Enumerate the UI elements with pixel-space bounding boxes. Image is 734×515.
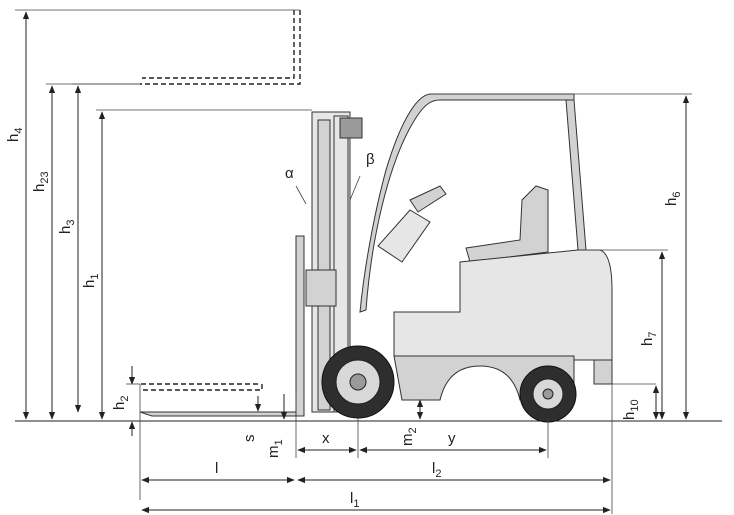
steering-column [409, 185, 447, 213]
label-h6: h6 [663, 192, 683, 206]
label-h10: h10 [621, 399, 641, 420]
label-h7: h7 [639, 332, 659, 346]
label-l2: l2 [432, 460, 441, 480]
operator-seat [465, 185, 549, 263]
label-h23: h23 [31, 171, 51, 192]
dimension-labels: h4 h23 h3 h1 h2 h6 h7 h10 s m1 m2 x y [5, 128, 683, 510]
label-beta: β [366, 151, 375, 168]
mast-top-block [339, 117, 363, 139]
label-m1: m1 [265, 439, 285, 458]
label-y: y [448, 430, 456, 447]
guard-rear-post [565, 99, 587, 251]
label-x: x [322, 430, 330, 447]
label-h2: h2 [111, 396, 131, 410]
label-h1: h1 [81, 274, 101, 288]
fork-blade [139, 411, 301, 417]
label-m2: m2 [399, 427, 419, 446]
extension-lines [15, 9, 692, 514]
rear-wheel-hub [542, 388, 554, 400]
forklift-illustration [139, 10, 613, 423]
mast-fork-carriage [305, 269, 337, 307]
steering-hood [377, 209, 431, 263]
counterweight [593, 359, 613, 385]
dimension-lines [22, 11, 690, 514]
tilt-beta-line [349, 175, 361, 201]
front-wheel-hub [349, 373, 367, 391]
raised-fork-mid [142, 10, 295, 79]
label-h3: h3 [57, 220, 77, 234]
fork-shank [295, 235, 305, 417]
label-alpha: α [285, 165, 294, 182]
tilt-alpha-line [295, 185, 307, 205]
label-l: l [215, 460, 218, 477]
mast-inner [317, 119, 331, 411]
raised-fork-top [140, 10, 301, 85]
label-s: s [241, 435, 258, 443]
label-l1: l1 [350, 490, 359, 510]
raised-fork-low [140, 384, 263, 391]
label-h4: h4 [5, 128, 25, 142]
